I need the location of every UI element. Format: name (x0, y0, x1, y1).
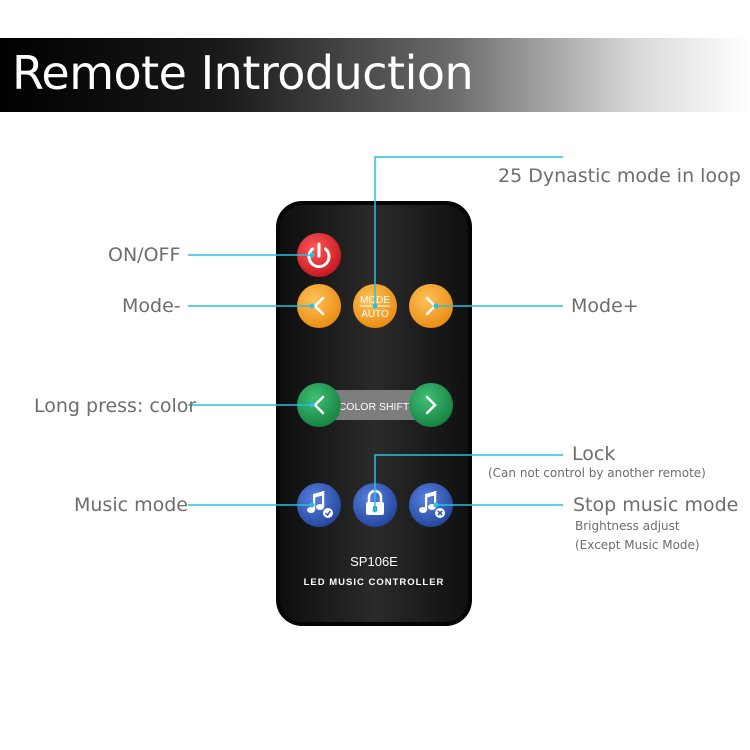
label-long-press: Long press: color (34, 395, 197, 417)
chevron-left-icon (313, 296, 325, 316)
mode-minus-button[interactable] (297, 284, 341, 328)
color-right-button[interactable] (409, 383, 453, 427)
music-mode-button[interactable] (297, 483, 341, 527)
mode-button-bottom-text: AUTO (361, 309, 389, 320)
color-left-button[interactable] (297, 383, 341, 427)
callout-lines (188, 156, 563, 510)
remote-model: SP106E (350, 554, 398, 569)
chevron-left-icon (313, 395, 325, 415)
music-note-icon (307, 491, 325, 513)
label-lock: Lock (572, 443, 616, 465)
label-brightness: Brightness adjust (575, 519, 680, 533)
label-except-music: (Except Music Mode) (575, 538, 700, 552)
color-shift-strip (318, 390, 430, 420)
color-shift-label: COLOR SHIFT (339, 401, 410, 413)
remote-subtitle: LED MUSIC CONTROLLER (304, 577, 445, 588)
label-mode-minus: Mode- (122, 295, 181, 317)
music-note-icon (419, 491, 437, 513)
label-lock-note: (Can not control by another remote) (488, 466, 706, 480)
chevron-right-icon (425, 395, 437, 415)
label-stop-music: Stop music mode (573, 494, 739, 516)
callout-dots (309, 252, 439, 513)
label-dynastic-mode: 25 Dynastic mode in loop (498, 165, 741, 187)
page-title: Remote Introduction (12, 46, 474, 100)
check-badge-icon (323, 508, 333, 518)
label-mode-plus: Mode+ (571, 295, 639, 317)
stop-music-button[interactable] (409, 483, 453, 527)
header-banner: Remote Introduction (0, 38, 750, 112)
label-music-mode: Music mode (74, 494, 188, 516)
label-on-off: ON/OFF (108, 244, 181, 266)
